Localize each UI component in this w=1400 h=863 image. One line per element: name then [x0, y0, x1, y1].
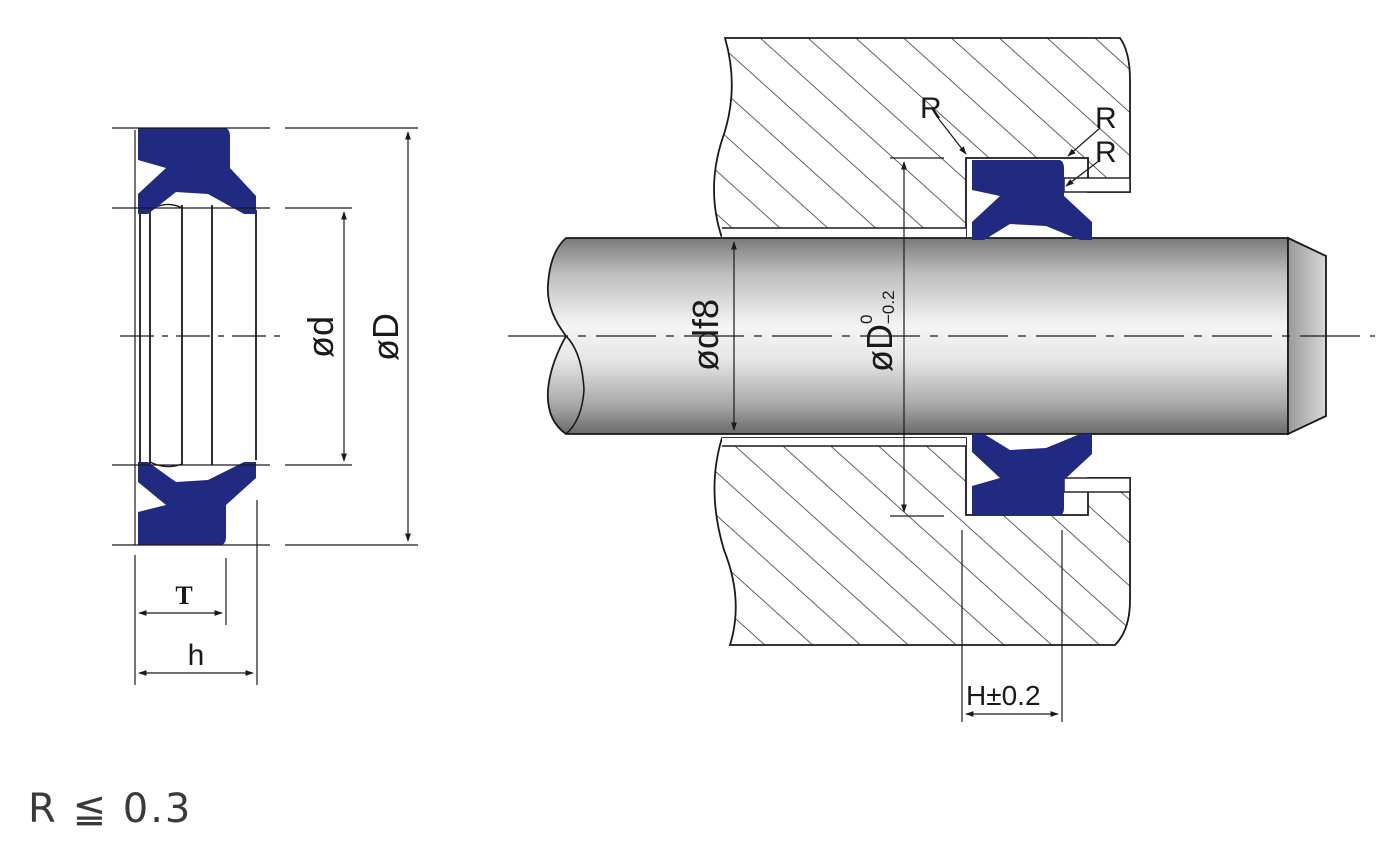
seal-profile-top [138, 128, 256, 214]
label-radius-groove: R [920, 92, 942, 125]
groove-tol-lower: −0.2 [879, 290, 898, 324]
label-D: øD [365, 313, 406, 361]
groove-tol-upper: 0 [857, 315, 876, 324]
label-rod-diameter: ødf8 [685, 299, 726, 371]
label-groove-diameter: øD 0 −0.2 [857, 290, 900, 372]
label-H: H±0.2 [966, 680, 1041, 711]
label-h: h [188, 639, 205, 672]
label-T: T [175, 581, 192, 610]
label-radius-upper: R [1095, 102, 1117, 135]
svg-text:øD: øD [859, 324, 900, 372]
housing-bottom [713, 437, 1131, 646]
seal-ring-outline [134, 130, 257, 545]
installed-seal-bottom [972, 434, 1092, 516]
label-d: ød [300, 316, 341, 358]
radius-note: R ≦ 0.3 [28, 786, 193, 832]
installed-seal-top [972, 160, 1092, 240]
seal-profile-bottom [138, 462, 256, 545]
installation-view: ødf8 øD 0 −0.2 R R R H±0.2 [508, 37, 1375, 722]
seal-front-view: ød øD T h [112, 127, 418, 685]
label-radius-lower: R [1095, 136, 1117, 169]
housing-top [713, 37, 1131, 239]
